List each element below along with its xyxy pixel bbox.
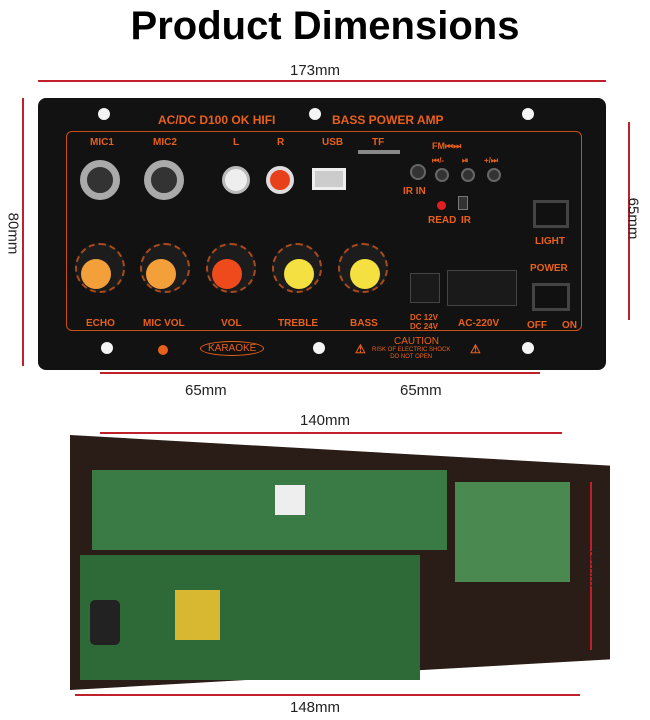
prev-button[interactable] <box>435 168 449 182</box>
capacitor <box>90 600 120 645</box>
dimension-width-label: 173mm <box>290 62 341 79</box>
label-dc: DC 12V DC 24V <box>410 313 439 331</box>
rca-left-jack[interactable] <box>222 166 250 194</box>
mount-hole <box>522 342 534 354</box>
label-mic2: MIC2 <box>153 137 177 148</box>
dimension-board-bottom-label: 148mm <box>290 699 341 716</box>
mic-vol-knob[interactable] <box>140 243 190 293</box>
echo-knob[interactable] <box>75 243 125 293</box>
ir-in-jack[interactable] <box>410 164 426 180</box>
caution-label: CAUTION <box>394 336 439 347</box>
panel-heading: AC/DC D100 OK HIFI <box>158 113 276 127</box>
warning-icon: ⚠ <box>355 342 366 356</box>
page-title: Product Dimensions <box>130 4 520 48</box>
label-read: READ <box>428 215 457 226</box>
read-led <box>437 201 446 210</box>
dimension-height-label: 80mm <box>4 212 22 255</box>
mount-hole <box>101 342 113 354</box>
transformer <box>175 590 220 640</box>
light-switch[interactable] <box>533 200 569 228</box>
label-power: POWER <box>530 263 568 274</box>
panel-border <box>66 131 582 331</box>
label-ac: AC-220V <box>458 318 500 329</box>
chip <box>275 485 305 515</box>
next-button[interactable] <box>487 168 501 182</box>
label-ir-in: IR IN <box>403 186 426 197</box>
power-board <box>80 555 420 680</box>
bass-knob[interactable] <box>338 243 388 293</box>
mount-hole <box>522 108 534 120</box>
label-on: ON <box>562 320 577 331</box>
play-pause-button[interactable] <box>461 168 475 182</box>
vol-knob[interactable] <box>206 243 256 293</box>
mount-hole <box>309 108 321 120</box>
ac-power-socket[interactable] <box>447 270 517 306</box>
label-r: R <box>277 137 285 148</box>
label-prev: ⏮/- <box>432 156 445 165</box>
label-next: +/⏭ <box>484 156 499 165</box>
dimension-line-height <box>22 98 24 366</box>
dimension-line-width <box>38 80 606 82</box>
control-board <box>92 470 447 550</box>
dimension-line-inner-height <box>628 122 630 320</box>
label-light: LIGHT <box>535 236 565 247</box>
mount-hole <box>313 342 325 354</box>
dimension-line-board-height <box>590 482 592 650</box>
label-treble: TREBLE <box>278 318 318 329</box>
karaoke-label: KARAOKE <box>200 341 265 356</box>
dimension-line-holes <box>100 372 540 374</box>
label-mic-vol: MIC VOL <box>143 318 185 329</box>
dimension-line-board-bottom <box>75 694 580 696</box>
label-fm: FM⏮⏭ <box>432 141 462 151</box>
label-off: OFF <box>527 320 547 331</box>
caution-subtext: RISK OF ELECTRIC SHOCK DO NOT OPEN <box>372 347 451 360</box>
dimension-hole-left-label: 65mm <box>185 382 227 399</box>
label-ir: IR <box>461 215 471 226</box>
panel-heading-2: BASS POWER AMP <box>332 113 444 127</box>
power-switch[interactable] <box>532 283 570 311</box>
label-usb: USB <box>322 137 344 148</box>
dimension-board-top-label: 140mm <box>300 412 351 429</box>
usb-port[interactable] <box>312 168 346 190</box>
dimension-board-height-label: 48mm <box>586 545 604 588</box>
treble-knob[interactable] <box>272 243 322 293</box>
label-play: ⏯ <box>462 156 469 165</box>
label-echo: ECHO <box>86 318 115 329</box>
label-bass: BASS <box>350 318 378 329</box>
ir-sensor <box>458 196 468 210</box>
label-mic1: MIC1 <box>90 137 114 148</box>
label-vol: VOL <box>221 318 242 329</box>
dimension-inner-height-label: 65mm <box>624 197 642 240</box>
warning-icon: ⚠ <box>470 342 481 356</box>
microphone-icon <box>158 345 168 355</box>
switch-board <box>455 482 570 582</box>
dimension-hole-right-label: 65mm <box>400 382 442 399</box>
tf-slot[interactable] <box>358 150 400 154</box>
mic1-jack[interactable] <box>80 160 120 200</box>
mount-hole <box>98 108 110 120</box>
mic2-jack[interactable] <box>144 160 184 200</box>
dc-power-jack[interactable] <box>410 273 440 303</box>
label-tf: TF <box>372 137 385 148</box>
amplifier-front-panel <box>38 98 606 370</box>
dimension-line-board-top <box>100 432 562 434</box>
rca-right-jack[interactable] <box>266 166 294 194</box>
label-l: L <box>233 137 240 148</box>
